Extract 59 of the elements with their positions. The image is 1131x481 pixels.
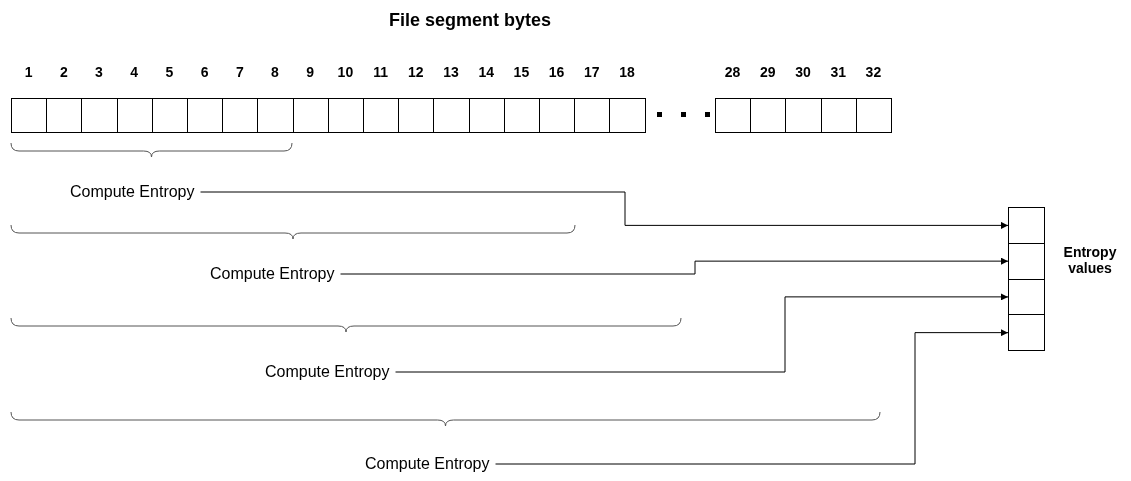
byte-number: 7 — [234, 64, 245, 80]
byte-cell — [257, 98, 294, 133]
byte-cell — [327, 98, 364, 133]
byte-cell — [46, 98, 83, 133]
arrow — [200, 191, 1009, 229]
byte-number: 18 — [618, 64, 636, 80]
byte-number: 2 — [58, 64, 69, 80]
process-label: Compute Entropy — [265, 363, 390, 381]
byte-number: 28 — [723, 64, 742, 80]
diagram-title: File segment bytes — [387, 10, 553, 31]
byte-number: 29 — [759, 64, 777, 80]
byte-cell — [116, 98, 153, 133]
byte-number: 8 — [270, 64, 280, 80]
side-label: Entropy values — [1062, 244, 1118, 276]
value-cell — [1008, 207, 1045, 244]
value-cell — [1008, 242, 1045, 280]
byte-number: 3 — [94, 64, 104, 80]
byte-number: 16 — [547, 64, 566, 80]
byte-cell — [222, 98, 259, 133]
byte-cell — [715, 98, 752, 133]
byte-number: 13 — [442, 64, 460, 80]
byte-number: 32 — [864, 64, 883, 80]
byte-cell — [539, 98, 576, 133]
byte-number: 6 — [199, 64, 210, 80]
value-cell — [1008, 314, 1045, 351]
byte-cell — [433, 98, 470, 133]
byte-cell — [468, 98, 505, 133]
byte-number: 14 — [477, 64, 495, 80]
byte-cell — [363, 98, 400, 133]
byte-number: 12 — [407, 64, 425, 80]
byte-cell — [292, 98, 329, 133]
process-label: Compute Entropy — [70, 183, 195, 201]
byte-cell — [398, 98, 435, 133]
process-label: Compute Entropy — [365, 455, 490, 473]
byte-cell — [855, 98, 892, 133]
byte-cell — [820, 98, 857, 133]
byte-number: 30 — [794, 64, 812, 80]
byte-number: 17 — [583, 64, 601, 80]
byte-cell — [11, 98, 48, 133]
byte-number: 31 — [829, 64, 847, 80]
arrow — [340, 257, 1009, 275]
byte-number: 11 — [372, 64, 389, 80]
byte-cell — [609, 98, 646, 133]
arrow — [495, 329, 1009, 465]
byte-number: 10 — [336, 64, 355, 80]
byte-number: 15 — [512, 64, 531, 80]
arrow — [395, 293, 1009, 373]
byte-cell — [187, 98, 224, 133]
byte-cell — [750, 98, 787, 133]
byte-cell — [81, 98, 118, 133]
byte-number: 4 — [129, 64, 140, 80]
process-label: Compute Entropy — [210, 265, 335, 283]
byte-cell — [503, 98, 540, 133]
byte-cell — [151, 98, 188, 133]
byte-cell — [574, 98, 611, 133]
byte-number: 1 — [23, 64, 34, 80]
byte-number: 5 — [164, 64, 175, 80]
byte-number: 9 — [305, 64, 316, 80]
byte-cell — [785, 98, 822, 133]
